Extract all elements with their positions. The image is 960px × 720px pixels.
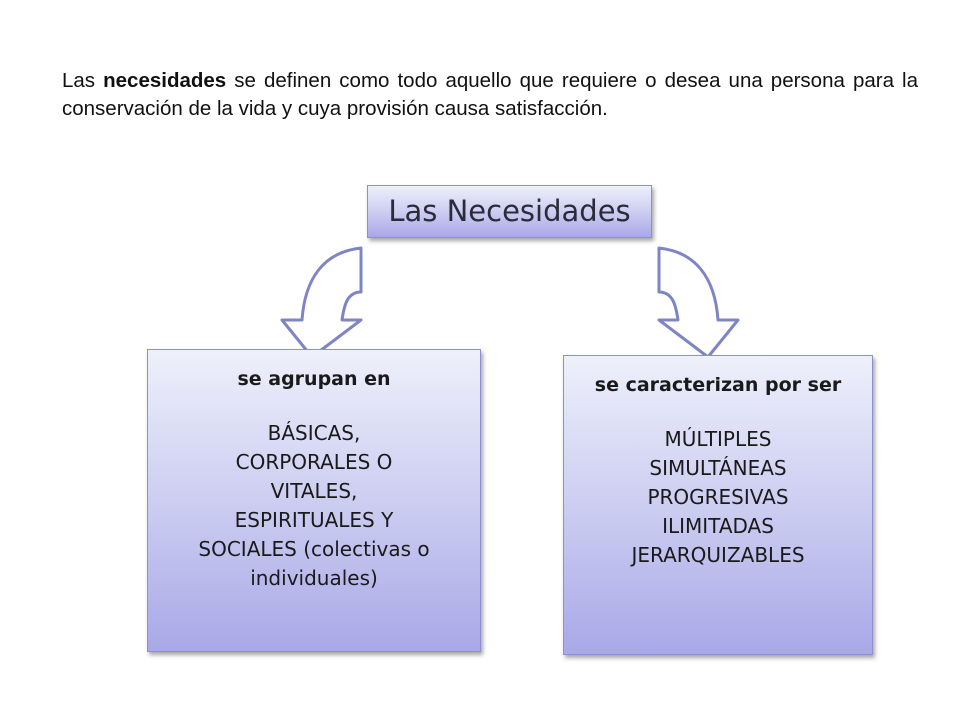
groups-heading: se agrupan en [237, 368, 391, 390]
characteristics-item: MÚLTIPLES [664, 427, 772, 451]
characteristics-heading: se caracterizan por ser [594, 374, 842, 396]
groups-item: VITALES, [270, 479, 358, 503]
intro-text-start: Las [62, 68, 104, 92]
intro-keyword: necesidades [103, 68, 227, 92]
intro-paragraph: Las necesidades se definen como todo aqu… [62, 67, 918, 123]
groups-item: ESPIRITUALES Y [234, 508, 394, 532]
groups-item: SOCIALES (colectivas o [198, 537, 430, 561]
groups-box: se agrupan en BÁSICAS, CORPORALES O VITA… [147, 349, 481, 652]
groups-item: individuales) [250, 566, 378, 590]
intro-text-rest: se definen como todo aquello que requier… [62, 68, 918, 120]
groups-item: CORPORALES O [235, 450, 393, 474]
central-concept-label: Las Necesidades [388, 194, 631, 228]
right-curved-arrow [657, 246, 740, 359]
characteristics-item: JERARQUIZABLES [631, 543, 805, 567]
central-concept-box: Las Necesidades [367, 185, 652, 238]
characteristics-box: se caracterizan por ser MÚLTIPLES SIMULT… [563, 355, 873, 655]
groups-item: BÁSICAS, [267, 421, 361, 445]
characteristics-item: PROGRESIVAS [647, 485, 789, 509]
characteristics-item: SIMULTÁNEAS [649, 456, 787, 480]
left-curved-arrow [280, 246, 363, 359]
characteristics-item: ILIMITADAS [662, 514, 774, 538]
